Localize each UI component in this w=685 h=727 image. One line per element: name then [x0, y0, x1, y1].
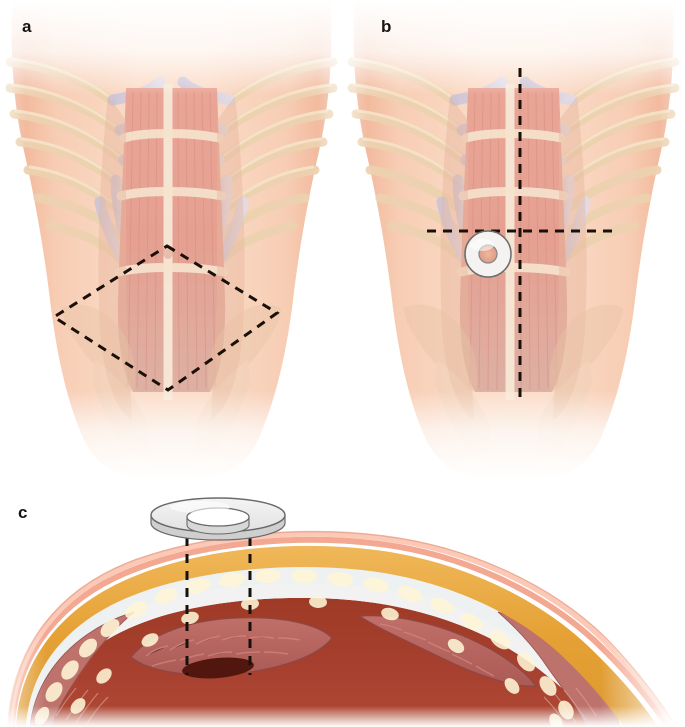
dashed-trocar-trajectory-lines: [185, 520, 252, 675]
oblique-right-b: [553, 96, 587, 420]
oblique-left: [98, 96, 132, 420]
panel-label-c: c: [18, 503, 28, 522]
top-fade-a: [0, 0, 343, 95]
panel-label-b: b: [381, 17, 392, 36]
torso-body-a: [0, 0, 343, 480]
oblique-left-b: [440, 96, 474, 420]
top-fade-b: [342, 0, 685, 95]
subcutaneous-fat-layer: [16, 545, 658, 727]
bottom-fade-a: [0, 390, 343, 480]
access-port-disc[interactable]: [150, 497, 286, 541]
panel-b: [342, 0, 685, 480]
left-fade-b: [342, 0, 368, 480]
left-fade-c: [0, 480, 46, 727]
torso-body-b: [342, 0, 685, 480]
right-fade-b: [659, 0, 685, 480]
anterior-rectus-sheath: [26, 566, 624, 727]
bottom-fade-c: [0, 706, 685, 727]
bottom-fade-b: [342, 390, 685, 480]
panel-c: [0, 480, 685, 727]
port-disc-highlight: [170, 501, 230, 513]
peritoneal-incision-oval: [182, 657, 254, 679]
panel-b-illustration: [342, 0, 685, 480]
left-fade-a: [0, 0, 26, 480]
abdominal-wall-cross-section: [0, 480, 685, 727]
port-highlight: [470, 239, 494, 251]
dashed-diamond-working-area: [51, 244, 280, 392]
right-fade-c: [600, 480, 685, 727]
panel-a: [0, 0, 343, 480]
access-port-ring[interactable]: [464, 230, 512, 278]
panel-c-illustration: [0, 480, 685, 727]
panel-label-a: a: [22, 17, 32, 36]
tendinous-intersections-b: [456, 129, 571, 277]
right-fade-a: [317, 0, 343, 480]
panel-a-illustration: [0, 0, 343, 480]
oblique-right: [211, 96, 245, 420]
